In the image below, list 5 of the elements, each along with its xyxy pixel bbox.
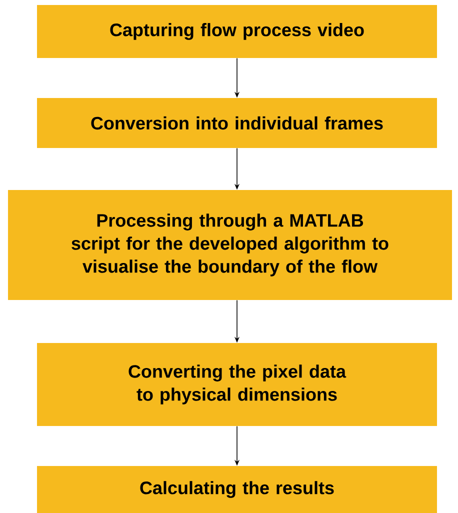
process-box: Capturing flow process video — [37, 5, 437, 58]
process-box: Processing through a MATLAB script for the developed algorithm to visualise the boundary of the flow — [8, 190, 452, 300]
process-box: Conversion into individual frames — [37, 98, 437, 148]
process-box: Converting the pixel data to physical dimensions — [37, 343, 437, 426]
process-box: Calculating the results — [37, 466, 437, 513]
